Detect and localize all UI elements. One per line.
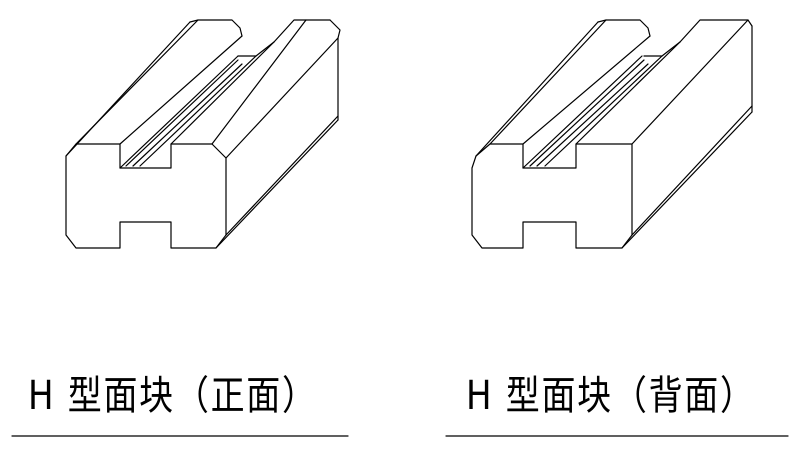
h-block-back: [471, 19, 753, 249]
front-back-corner: [329, 19, 341, 121]
front-top-left-inner: [75, 19, 199, 145]
back-top-left-inner: [489, 19, 607, 145]
h-block-front: [65, 19, 341, 249]
front-bottom-edge: [215, 119, 339, 249]
back-top-right-ridge: [631, 19, 749, 145]
back-groove-right-edge: [575, 41, 681, 145]
front-top-right-back: [273, 19, 331, 43]
back-groove-line-1: [522, 55, 643, 169]
front-groove-left-edge: [119, 35, 243, 145]
caption-back: H 型面块（背面）: [466, 373, 756, 419]
front-groove-line-1: [119, 55, 239, 169]
back-side-shade: [631, 105, 753, 236]
back-bottom-edge: [621, 111, 753, 249]
front-side-shade: [225, 115, 339, 236]
front-groove-line-2: [125, 59, 239, 167]
back-groove-line-2: [529, 59, 645, 167]
front-top-left-back: [189, 19, 243, 37]
front-top-right-inner: [211, 19, 307, 145]
front-top-right-ridge: [225, 37, 339, 159]
back-top-right-back: [679, 19, 753, 43]
front-groove-line-4: [139, 55, 257, 167]
back-groove-back: [643, 41, 681, 57]
back-top-left-ridge: [475, 21, 599, 157]
back-groove-left-edge: [522, 35, 651, 145]
back-groove-line-4: [544, 55, 663, 167]
caption-front: H 型面块（正面）: [28, 373, 318, 419]
front-groove-line-3: [132, 63, 243, 167]
front-groove-back: [237, 41, 275, 57]
back-top-left-back: [597, 19, 651, 37]
front-groove-right-edge: [170, 41, 275, 145]
back-groove-line-3: [536, 63, 649, 167]
